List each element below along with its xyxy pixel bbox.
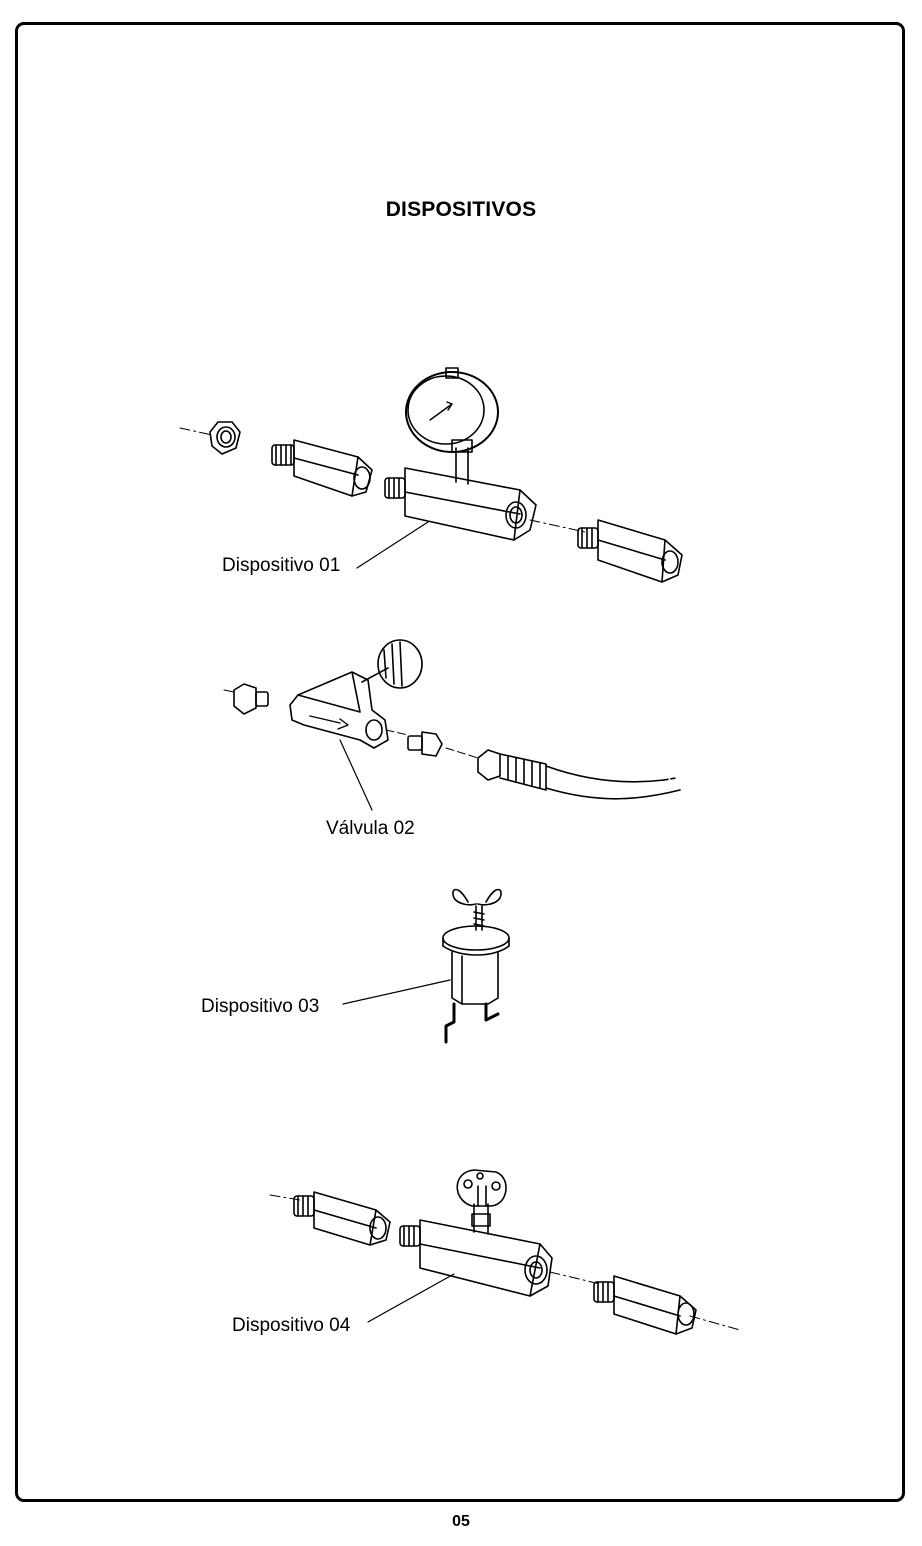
wing-nut-icon xyxy=(453,890,501,931)
fitting-middle-icon xyxy=(408,732,442,756)
valve-body-icon xyxy=(290,640,422,748)
fitting-left-icon xyxy=(234,684,268,714)
device-01-drawing xyxy=(180,368,682,582)
gauge-body-icon xyxy=(385,440,536,540)
page-frame xyxy=(15,22,905,1502)
device-03-drawing xyxy=(343,890,509,1043)
device-04-label: Dispositivo 04 xyxy=(232,1315,351,1336)
device-01-label: Dispositivo 01 xyxy=(222,555,341,576)
page-title: DISPOSITIVOS xyxy=(385,198,537,221)
valve-02-label: Válvula 02 xyxy=(326,818,415,839)
pressure-gauge-icon xyxy=(406,368,498,452)
hex-nut-icon xyxy=(210,422,240,454)
device-03-label: Dispositivo 03 xyxy=(201,996,320,1017)
valve-02-drawing xyxy=(224,640,680,810)
device-04-drawing xyxy=(270,1170,740,1334)
adapter-left-icon xyxy=(294,1192,390,1245)
page-number: 05 xyxy=(452,1513,470,1530)
hose-icon xyxy=(478,750,680,799)
adapter-left-icon xyxy=(272,440,372,496)
adapter-right-icon xyxy=(578,520,682,582)
bleed-key-icon xyxy=(457,1170,506,1206)
adapter-right-icon xyxy=(594,1276,696,1334)
bleed-body-icon xyxy=(400,1204,552,1296)
